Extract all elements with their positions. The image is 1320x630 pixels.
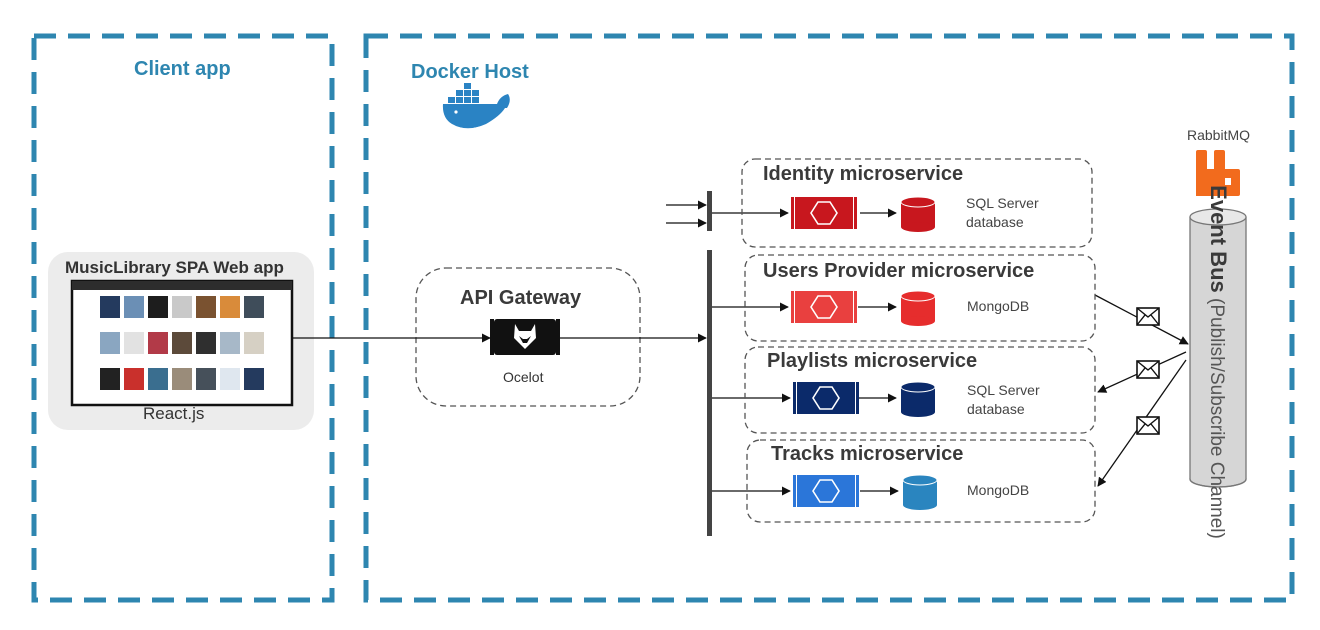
- docker-host-boundary: [363, 33, 1295, 603]
- playlists-service-box: [744, 346, 1096, 434]
- ocelot-logo-icon: [490, 319, 560, 355]
- tracks-db-label: MongoDB: [967, 482, 1030, 498]
- api-gateway-title: API Gateway: [460, 287, 582, 309]
- service-hexagon-icon: [793, 382, 859, 414]
- database-cylinder-icon: [900, 290, 936, 326]
- service-hexagon-icon: [791, 197, 857, 229]
- playlists-service-title: Playlists microservice: [767, 350, 978, 372]
- docker-host-title: Docker Host: [411, 61, 529, 83]
- event-bus-title: Event Bus: [1206, 185, 1231, 293]
- spa-title: MusicLibrary SPA Web app: [65, 258, 284, 277]
- client-app-title: Client app: [134, 58, 231, 80]
- identity-db-label: SQL Server database: [966, 195, 1039, 230]
- rabbitmq-logo-icon: [1196, 150, 1240, 196]
- identity-service-title: Identity microservice: [763, 163, 964, 185]
- service-hexagon-icon: [793, 475, 859, 507]
- event-bus-subtitle: (Publish/Subscribe Channel): [1206, 298, 1227, 539]
- users-service-box: [744, 254, 1096, 342]
- users-service-title: Users Provider microservice: [763, 260, 1035, 282]
- users-db-label: MongoDB: [967, 298, 1030, 314]
- connection-arrows: [292, 200, 1189, 496]
- docker-whale-icon: [442, 83, 510, 129]
- message-envelope-icons: [1136, 307, 1160, 435]
- gateway-product-label: Ocelot: [503, 369, 544, 385]
- client-app-boundary: [31, 33, 335, 603]
- event-bus-label: Event Bus (Publish/Subscribe Channel): [1205, 185, 1231, 539]
- database-cylinder-icon: [902, 474, 938, 510]
- framework-label: React.js: [143, 404, 205, 423]
- service-hexagon-icon: [791, 291, 857, 323]
- event-bus-cylinder: [1189, 208, 1247, 488]
- tracks-service-title: Tracks microservice: [771, 443, 964, 465]
- database-cylinder-icon: [900, 381, 936, 417]
- identity-service-box: [741, 158, 1093, 248]
- spa-screenshot: [70, 279, 294, 407]
- api-gateway-box: [415, 267, 641, 407]
- playlists-db-label: SQL Server database: [967, 382, 1040, 417]
- identity-router-bar: [707, 191, 712, 231]
- rabbitmq-label: RabbitMQ: [1187, 127, 1251, 143]
- database-cylinder-icon: [900, 196, 936, 232]
- tracks-service-box: [746, 439, 1096, 523]
- services-router-bar: [707, 250, 712, 536]
